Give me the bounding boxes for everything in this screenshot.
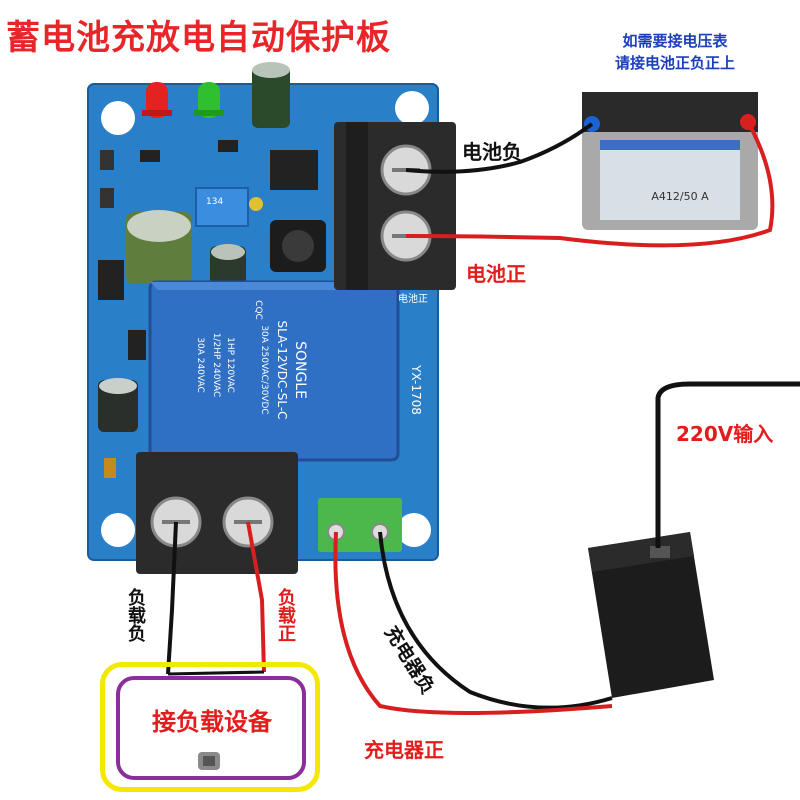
smd-part bbox=[140, 150, 160, 162]
wire-battery-neg bbox=[405, 122, 594, 174]
smd-part bbox=[218, 140, 238, 152]
green-led bbox=[194, 82, 224, 118]
label-load-negative: 负载负 bbox=[125, 588, 146, 642]
capacitor-left bbox=[98, 378, 138, 432]
relay-mark: CQC bbox=[253, 300, 263, 320]
battery: A412/50 A bbox=[582, 92, 758, 230]
smd-part bbox=[100, 188, 114, 208]
wire-battery-pos bbox=[405, 121, 775, 248]
battery-terminal-block bbox=[334, 122, 456, 290]
label-battery-negative: 电池负 bbox=[462, 140, 522, 164]
wire-charger-pos bbox=[333, 531, 613, 715]
capacitor-top bbox=[252, 62, 290, 128]
red-led bbox=[142, 82, 172, 118]
mount-hole bbox=[395, 91, 429, 125]
relay: SONGLE SLA-12VDC-SL-C 30A 250VAC/30VDC 1… bbox=[148, 280, 400, 462]
wire-load-pos bbox=[246, 521, 266, 673]
charger-terminal-block bbox=[318, 498, 402, 552]
mosfet-chip bbox=[270, 150, 318, 190]
relay-rating-1: 30A 250VAC/30VDC bbox=[259, 325, 269, 414]
pcb-text: 电池正 bbox=[398, 292, 428, 305]
page-title: 蓄电池充放电自动保护板 bbox=[6, 18, 391, 58]
label-mains-input: 220V输入 bbox=[676, 422, 774, 446]
pot-code: 134 bbox=[206, 197, 223, 207]
connector-plug bbox=[198, 752, 220, 770]
label-load-positive: 负载正 bbox=[275, 588, 296, 642]
mount-hole bbox=[101, 101, 135, 135]
charger-adapter bbox=[588, 532, 714, 698]
board-model: YX-1708 bbox=[409, 364, 423, 415]
mount-hole bbox=[397, 513, 431, 547]
label-charger-positive: 充电器正 bbox=[364, 738, 444, 762]
smd-part bbox=[104, 458, 116, 478]
relay-rating-2: 1HP 120VAC bbox=[225, 337, 235, 393]
capacitor-large bbox=[126, 210, 192, 284]
load-terminal-block bbox=[136, 452, 298, 574]
battery-model: A412/50 A bbox=[651, 190, 709, 203]
relay-rating-4: 30A 240VAC bbox=[195, 337, 205, 393]
relay-brand: SONGLE bbox=[292, 341, 308, 399]
wire-charger-neg bbox=[378, 531, 613, 710]
load-device-inner-frame bbox=[116, 676, 306, 780]
mount-hole bbox=[101, 513, 135, 547]
load-device-frame bbox=[100, 662, 320, 792]
label-load-device: 接负载设备 bbox=[152, 708, 272, 736]
ic-chip bbox=[98, 260, 124, 300]
wire-load-neg bbox=[166, 521, 178, 675]
voltmeter-note-line-2: 请接电池正负正上 bbox=[614, 54, 735, 72]
inductor bbox=[270, 220, 326, 272]
voltmeter-note-line-1: 如需要接电压表 bbox=[622, 32, 728, 50]
label-battery-positive: 电池正 bbox=[466, 262, 526, 286]
smd-part bbox=[100, 150, 114, 170]
potentiometer: 134 bbox=[195, 187, 263, 227]
voltmeter-note: 如需要接电压表 请接电池正负正上 bbox=[560, 30, 790, 74]
relay-rating-3: 1/2HP 240VAC bbox=[211, 333, 221, 398]
mains-cord bbox=[655, 381, 800, 548]
relay-model: SLA-12VDC-SL-C bbox=[275, 320, 289, 419]
ic-chip bbox=[128, 330, 146, 360]
